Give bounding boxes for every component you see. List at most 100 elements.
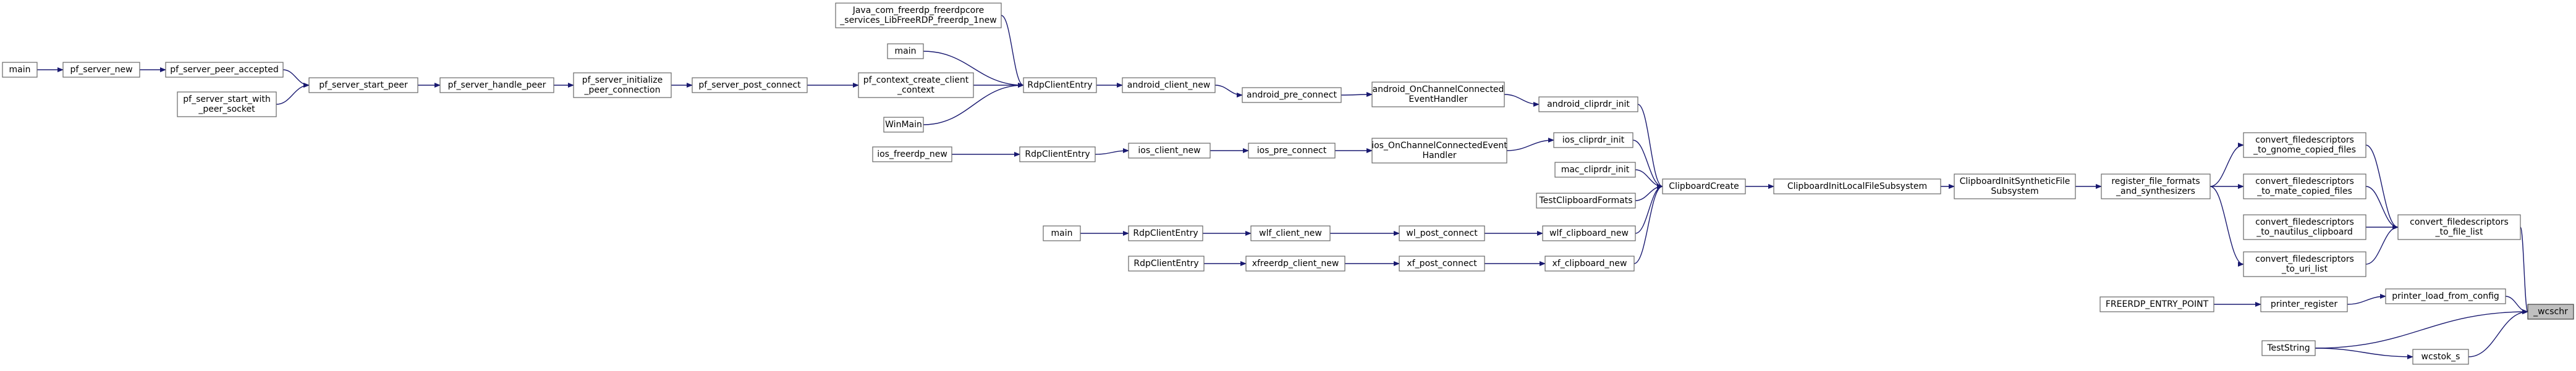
graph-node-pf-server-initialize-peer-connection[interactable]: pf_server_initialize_peer_connection [573, 72, 672, 98]
edge-main2-to-rdpcliententry1 [923, 51, 1024, 88]
graph-node-convert-nautilus[interactable]: convert_filedescriptors_to_nautilus_clip… [2243, 214, 2366, 240]
node-label: mac_cliprdr_init [1561, 165, 1630, 175]
graph-node-java-freerdp-new[interactable]: Java_com_freerdp_freerdpcore_services_Li… [835, 2, 1002, 28]
graph-node-rdpcliententry4[interactable]: RdpClientEntry [1128, 256, 1205, 272]
node-box [692, 77, 808, 93]
graph-node-printer-load-from-config[interactable]: printer_load_from_config [2385, 288, 2506, 304]
node-label: _and_synthesizers [2116, 186, 2195, 196]
node-label: android_client_new [1127, 80, 1211, 90]
graph-node-wl-post-connect[interactable]: wl_post_connect [1399, 225, 1485, 241]
node-label: xf_post_connect [1407, 259, 1477, 269]
edge-printer_load_from_config-to-wcschr [2505, 296, 2528, 314]
edge-convert_file_list-to-wcschr [2520, 227, 2528, 314]
node-box [883, 117, 924, 133]
node-box [1019, 146, 1096, 162]
graph-node-wcschr[interactable]: _wcschr [2527, 304, 2574, 320]
graph-node-rdpcliententry3[interactable]: RdpClientEntry [1128, 225, 1203, 241]
graph-node-pf-server-post-connect[interactable]: pf_server_post_connect [692, 77, 808, 93]
graph-node-pf-server-handle-peer[interactable]: pf_server_handle_peer [439, 77, 554, 93]
graph-node-printer-register[interactable]: printer_register [2260, 296, 2348, 312]
node-box [1399, 256, 1485, 272]
node-label: ios_cliprdr_init [1562, 135, 1625, 145]
graph-node-rdpcliententry2[interactable]: RdpClientEntry [1019, 146, 1096, 162]
node-box [1245, 256, 1345, 272]
graph-node-ios-pre-connect[interactable]: ios_pre_connect [1248, 143, 1336, 159]
node-box [1128, 256, 1205, 272]
edge-xf_clipboard_new-to-clipboardcreate [1633, 184, 1663, 264]
node-box [1128, 225, 1203, 241]
node-label: pf_server_new [70, 65, 132, 75]
node-box [1122, 77, 1216, 93]
graph-node-xf-clipboard-new[interactable]: xf_clipboard_new [1544, 256, 1635, 272]
node-label: Subsystem [1991, 186, 2038, 196]
node-label: pf_server_initialize [582, 75, 663, 85]
node-label: RdpClientEntry [1133, 259, 1198, 269]
graph-node-clipboardcreate[interactable]: ClipboardCreate [1662, 178, 1746, 194]
edge-convert_uri-to-convert_file_list [2365, 225, 2399, 265]
graph-node-rdpcliententry1[interactable]: RdpClientEntry [1023, 77, 1097, 93]
edge-register_file_formats-to-convert_uri [2210, 186, 2244, 267]
graph-node-mac-cliprdr-init[interactable]: mac_cliprdr_init [1554, 162, 1636, 178]
node-label: _to_file_list [2435, 227, 2483, 237]
graph-node-convert-gnome[interactable]: convert_filedescriptors_to_gnome_copied_… [2243, 132, 2366, 158]
graph-node-convert-mate[interactable]: convert_filedescriptors_to_mate_copied_f… [2243, 173, 2366, 199]
edge-android_onchannelconnected-to-android_cliprdr_init [1504, 94, 1540, 107]
node-box [1954, 173, 2076, 199]
node-label: FREERDP_ENTRY_POINT [2106, 299, 2209, 309]
graph-node-register-file-formats[interactable]: register_file_formats_and_synthesizers [2101, 173, 2211, 199]
edge-wcstok_s-to-wcschr [2468, 309, 2528, 357]
graph-node-ios-client-new[interactable]: ios_client_new [1128, 143, 1211, 159]
graph-node-clipboardinitlocalfilesubsystem[interactable]: ClipboardInitLocalFileSubsystem [1773, 178, 1941, 194]
node-box [62, 62, 140, 78]
node-box [2412, 349, 2469, 365]
node-box [439, 77, 554, 93]
node-label: convert_filedescriptors [2255, 254, 2354, 264]
node-label: convert_filedescriptors [2255, 177, 2354, 186]
graph-node-android-client-new[interactable]: android_client_new [1122, 77, 1216, 93]
graph-node-pf-server-peer-accepted[interactable]: pf_server_peer_accepted [165, 62, 284, 78]
graph-node-teststring[interactable]: TestString [2261, 340, 2316, 356]
graph-node-main2[interactable]: main [887, 43, 924, 59]
node-label: EventHandler [1409, 94, 1467, 104]
graph-node-pf-server-start-with-peer-socket[interactable]: pf_server_start_with_peer_socket [177, 91, 277, 117]
node-box [1773, 178, 1941, 194]
edge-register_file_formats-to-convert_gnome [2210, 143, 2244, 187]
graph-node-android-cliprdr-init[interactable]: android_cliprdr_init [1538, 96, 1638, 112]
graph-node-xfreerdp-client-new[interactable]: xfreerdp_client_new [1245, 256, 1345, 272]
graph-node-pf-context-create-client-context[interactable]: pf_context_create_client_context [858, 72, 974, 98]
graph-node-testclipboardformats[interactable]: TestClipboardFormats [1536, 193, 1636, 209]
node-box [2, 62, 38, 78]
graph-node-freerdp-entry-point[interactable]: FREERDP_ENTRY_POINT [2099, 296, 2214, 312]
graph-node-xf-post-connect[interactable]: xf_post_connect [1399, 256, 1485, 272]
edge-rdpcliententry2-to-ios_client_new [1095, 148, 1129, 155]
node-label: ios_pre_connect [1257, 146, 1327, 156]
node-box [2397, 214, 2521, 240]
graph-node-wcstok-s[interactable]: wcstok_s [2412, 349, 2469, 365]
graph-node-android-pre-connect[interactable]: android_pre_connect [1242, 87, 1342, 103]
node-label: wlf_client_new [1259, 228, 1322, 238]
node-label: wlf_clipboard_new [1549, 228, 1629, 238]
graph-node-wlf-clipboard-new[interactable]: wlf_clipboard_new [1542, 225, 1636, 241]
graph-node-pf-server-start-peer[interactable]: pf_server_start_peer [308, 77, 418, 93]
graph-node-ios-cliprdr-init[interactable]: ios_cliprdr_init [1553, 132, 1633, 148]
graph-node-main1[interactable]: main [2, 62, 38, 78]
node-label: _to_uri_list [2281, 264, 2328, 274]
graph-node-convert-uri[interactable]: convert_filedescriptors_to_uri_list [2243, 251, 2366, 277]
graph-node-pf-server-new[interactable]: pf_server_new [62, 62, 140, 78]
graph-node-ios-freerdp-new[interactable]: ios_freerdp_new [872, 146, 952, 162]
edge-pf_server_start_with_peer_socket-to-pf_server_start_peer [276, 83, 310, 105]
node-label: main [895, 46, 917, 56]
node-box [1553, 132, 1633, 148]
graph-node-wlf-client-new[interactable]: wlf_client_new [1250, 225, 1331, 241]
node-label: xfreerdp_client_new [1252, 259, 1339, 269]
edge-layer [37, 15, 2528, 359]
node-label: pf_server_peer_accepted [170, 65, 278, 75]
graph-node-convert-file-list[interactable]: convert_filedescriptors_to_file_list [2397, 214, 2521, 240]
graph-node-main3[interactable]: main [1043, 225, 1081, 241]
node-box [1662, 178, 1746, 194]
node-label: WinMain [885, 120, 922, 130]
graph-node-winmain[interactable]: WinMain [883, 117, 924, 133]
